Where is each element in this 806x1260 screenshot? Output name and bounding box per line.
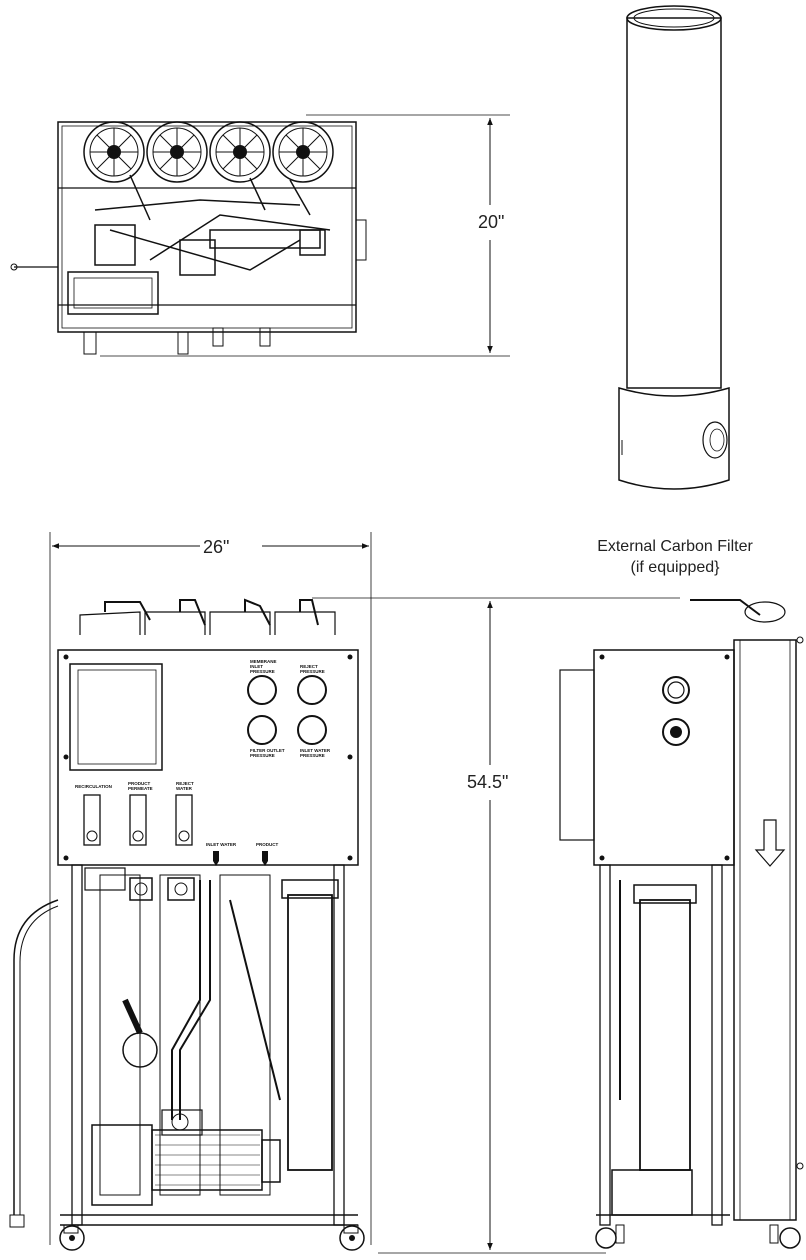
membrane-housing-3: [209, 121, 271, 183]
membrane-housing-1: [83, 121, 145, 183]
product-permeate-label-2: PERMEATE: [128, 786, 153, 791]
membrane-housing-4: [272, 121, 334, 183]
product-flowmeter: [129, 794, 147, 846]
inlet-water-pressure-gauge: [297, 715, 327, 745]
membrane-inlet-label-2: INLET: [250, 664, 263, 669]
recirculation-flowmeter: [83, 794, 101, 846]
height-dimension-label: 54.5": [467, 772, 508, 792]
reject-pressure-gauge: [297, 675, 327, 705]
inlet-water-label: INLET WATER: [206, 842, 237, 847]
top-view: 20": [10, 114, 510, 357]
inlet-water-pressure-label-2: PRESSURE: [300, 753, 325, 758]
side-prefilter-housing: [639, 899, 691, 1171]
flow-direction-arrow: [754, 819, 786, 867]
side-panel: [593, 649, 735, 866]
membrane-inlet-label-1: MEMBRANE: [250, 659, 277, 664]
reject-water-label-1: REJECT: [176, 781, 194, 786]
membrane-inlet-pressure-gauge: [247, 675, 277, 705]
filter-outlet-label-1: FILTER OUTLET: [250, 748, 285, 753]
reject-pressure-label-2: PRESSURE: [300, 669, 325, 674]
control-panel: [57, 649, 359, 866]
inlet-water-pressure-label-1: INLET WATER: [300, 748, 331, 753]
side-gauge-2: [662, 718, 690, 746]
pump-motor: [151, 1129, 263, 1191]
product-label: PRODUCT: [256, 842, 279, 847]
width-dimension-label: 26": [203, 537, 229, 557]
product-permeate-label-1: PRODUCT: [128, 781, 151, 786]
filter-caption-line2: (if equipped}: [631, 559, 721, 576]
electrical-box: [69, 663, 163, 771]
depth-dimension-label: 20": [478, 212, 504, 232]
reject-pressure-label-1: REJECT: [300, 664, 318, 669]
filter-caption-line1: External Carbon Filter: [597, 538, 753, 555]
prefilter-housing: [287, 894, 333, 1171]
pump-motor-top: [67, 271, 159, 315]
side-gauge-1: [662, 676, 690, 704]
reject-water-label-2: WATER: [176, 786, 193, 791]
filter-outlet-pressure-gauge: [247, 715, 277, 745]
filter-outlet-label-2: PRESSURE: [250, 753, 275, 758]
recirculation-label: RECIRCULATION: [75, 784, 112, 789]
top-view-plumbing: [94, 174, 331, 276]
external-carbon-filter: External Carbon Filter (if equipped}: [597, 5, 753, 576]
side-view: 54.5": [312, 597, 804, 1254]
reject-flowmeter: [175, 794, 193, 846]
front-view: 26" MEMBRANE INLET PRESSURE REJECT PRESS…: [9, 532, 372, 1251]
membrane-inlet-label-3: PRESSURE: [250, 669, 275, 674]
membrane-housing-2: [146, 121, 208, 183]
